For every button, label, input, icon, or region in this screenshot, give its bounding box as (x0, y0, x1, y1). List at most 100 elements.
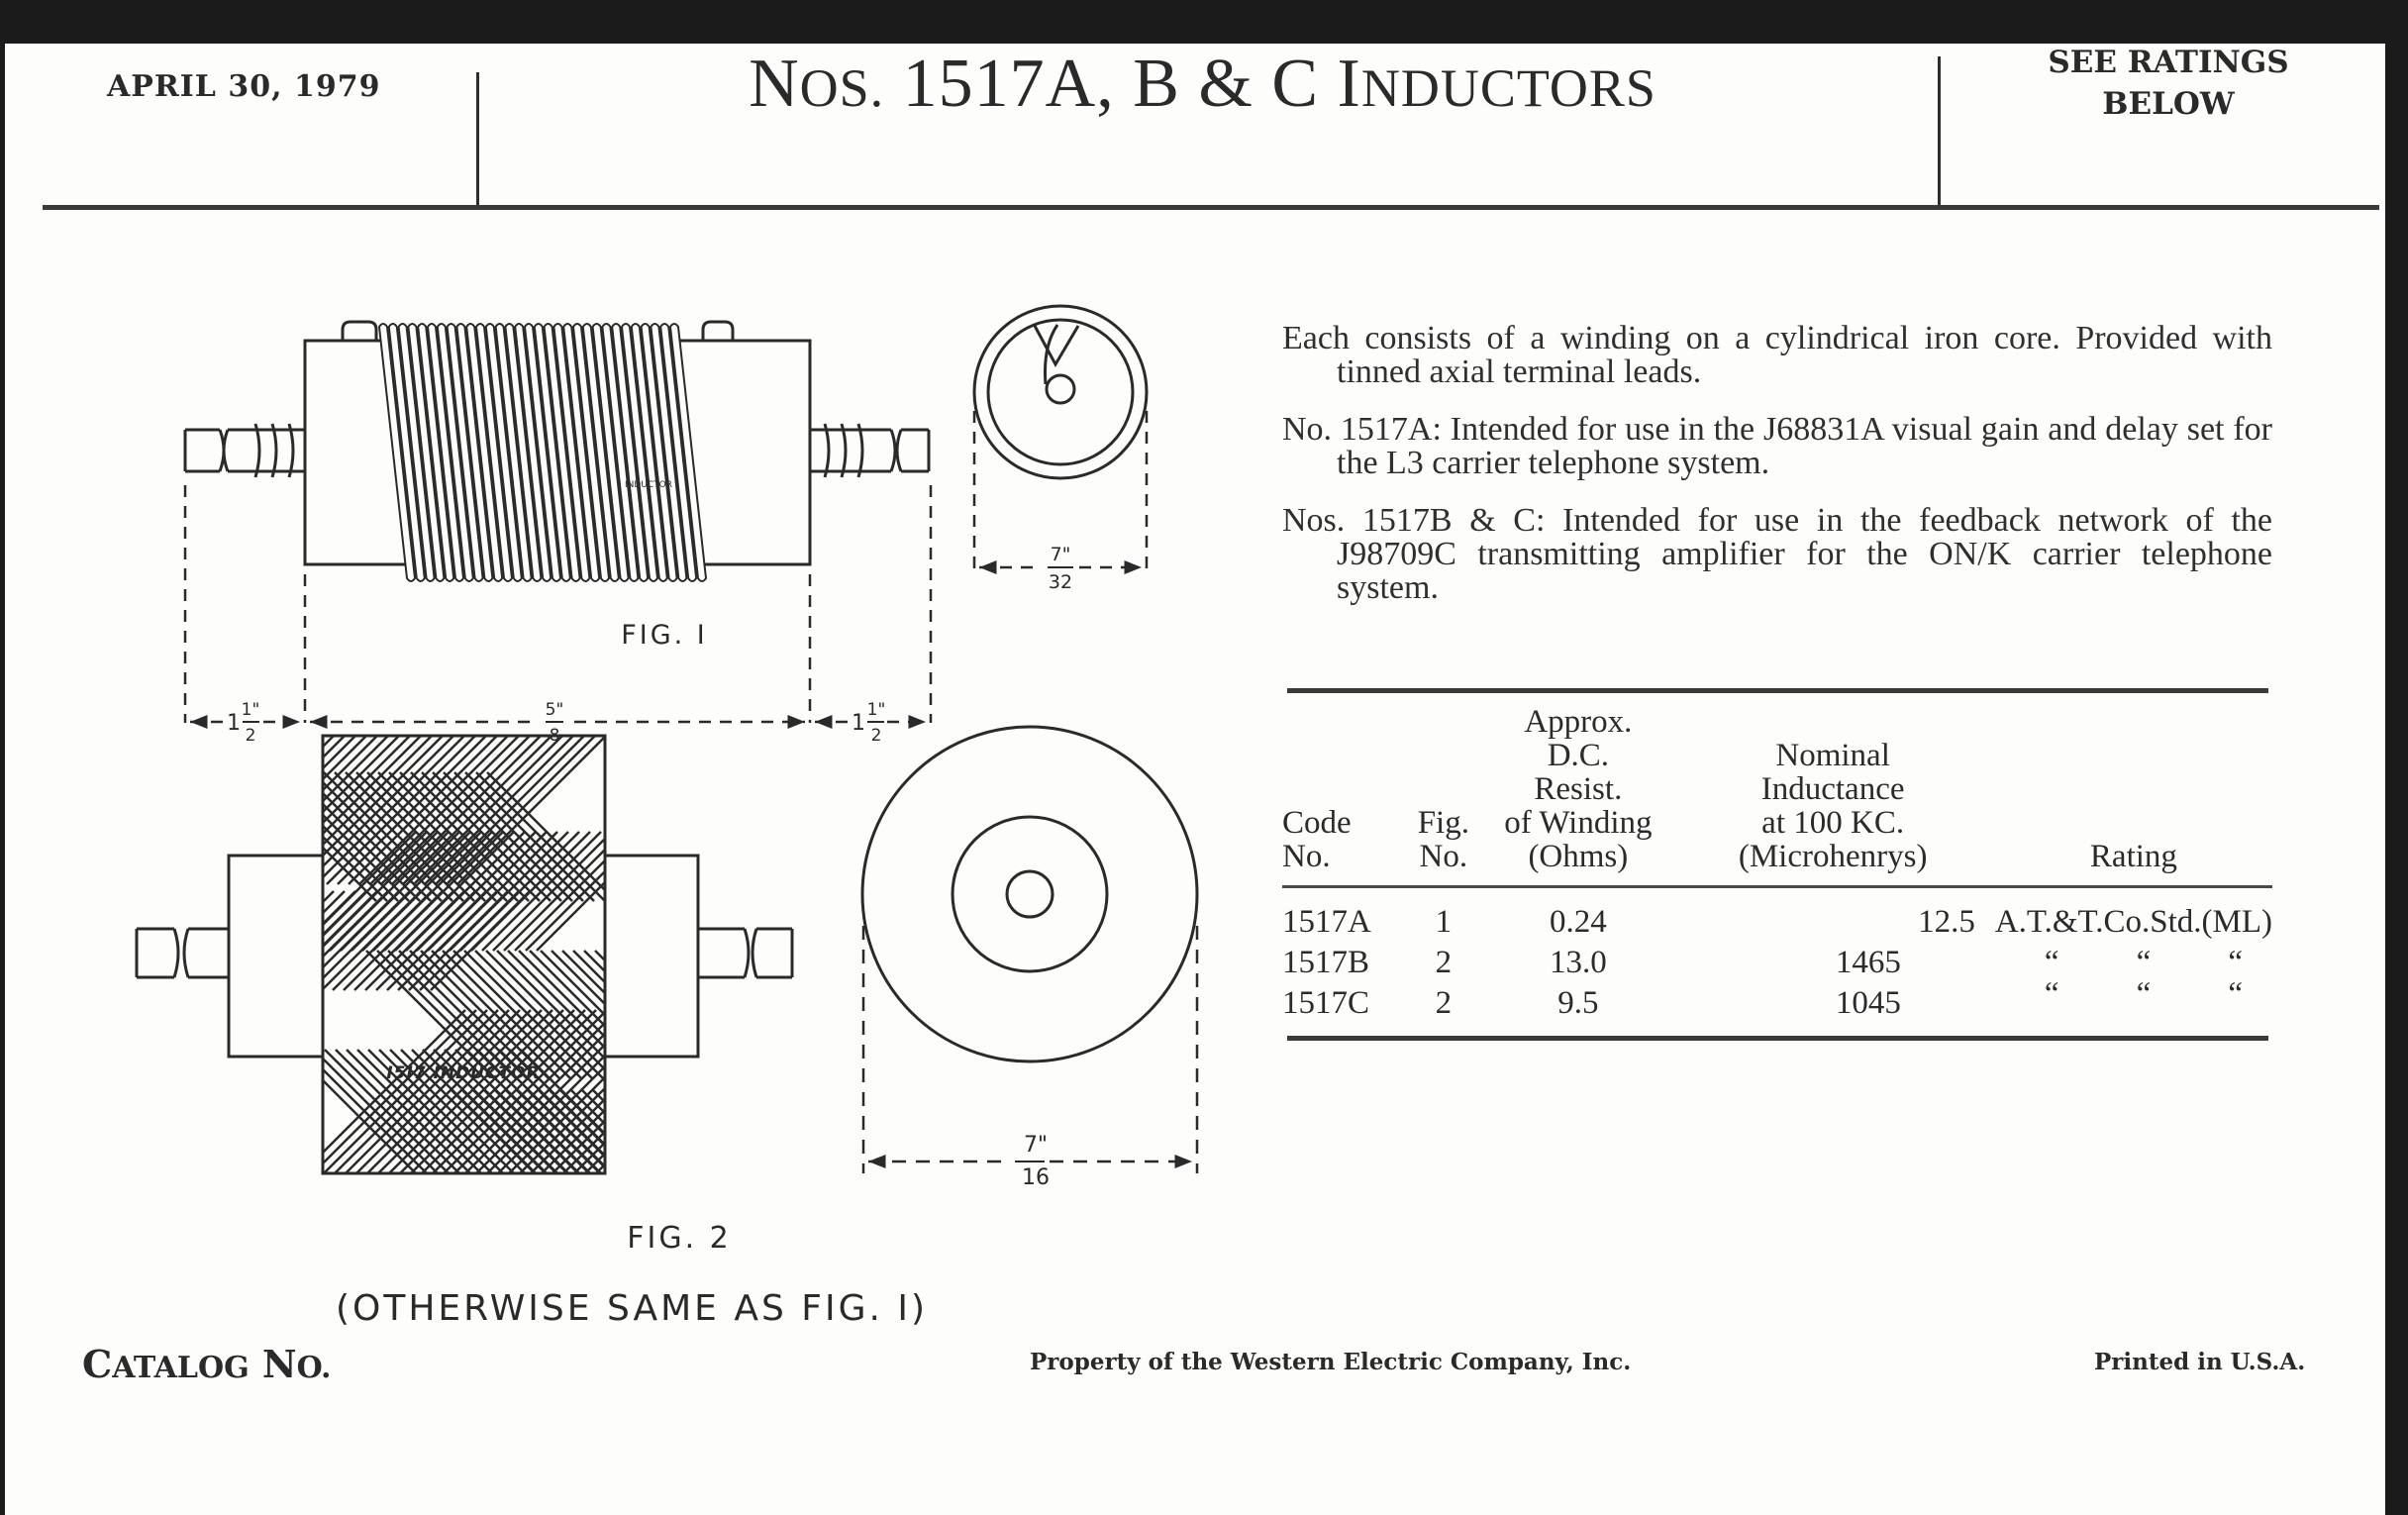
table-row: 1517B 2 13.0 1465 “ “ “ (1282, 943, 2272, 983)
coil-turn (591, 323, 630, 582)
fig1-right-lead (810, 428, 897, 473)
header-code: Code No. (1282, 705, 1401, 885)
fig2-note: (OTHERWISE SAME AS FIG. I) (336, 1288, 928, 1329)
hatch-line (481, 831, 602, 952)
title-os: OS. (799, 58, 885, 118)
hatch-line (366, 1009, 532, 1173)
header-fig-line: Fig. (1417, 805, 1469, 841)
hatch-line (323, 736, 454, 868)
hatch-line (323, 813, 410, 902)
hatch-line (450, 1088, 536, 1173)
hatch-line (551, 950, 605, 1006)
header-rating: Rating (1995, 705, 2272, 885)
header-fig: Fig. No. (1401, 705, 1485, 885)
see-ratings-line-1: SEE RATINGS (2048, 45, 2289, 80)
hatch-line (323, 736, 422, 836)
fig2-side-view (135, 734, 794, 1175)
coil-turn (474, 323, 514, 582)
hatch-line (540, 950, 605, 1017)
header-inductance-line: at 100 KC. (1761, 805, 1905, 841)
fig1-dim-body-num: 5" (546, 700, 564, 720)
fig2-winding-hatch (323, 736, 605, 1173)
table-bottom-rule (1287, 1036, 2268, 1041)
header-code-line: No. (1282, 839, 1331, 874)
hatch-line (515, 1088, 601, 1173)
hatch-line (530, 1097, 605, 1173)
hatch-line (323, 890, 356, 926)
hatch-line (323, 846, 377, 902)
hatch-line (323, 1057, 439, 1173)
hatch-line (353, 890, 454, 991)
fig2-end-view (860, 725, 1199, 1173)
catalog-c: C (82, 1342, 113, 1386)
hatch-line (529, 950, 605, 1028)
hatch-line (386, 890, 487, 991)
fig2-part-label: I5I7 INDUCTOR (386, 1063, 540, 1083)
table-header-rule (1282, 885, 2272, 888)
hatch-line (323, 835, 388, 902)
cell-inductance: 1045 (1835, 985, 1901, 1021)
hatch-line (323, 890, 346, 915)
table-row: 1517C 2 9.5 1045 “ “ “ (1282, 976, 2272, 1024)
hatch-line (419, 890, 520, 991)
hatch-line (323, 1009, 477, 1165)
header-resistance-line: Approx. (1524, 704, 1633, 740)
hatch-line (323, 736, 465, 879)
coil-turn (465, 323, 504, 582)
cell-fig: 2 (1435, 945, 1453, 980)
catalog-o: O. (296, 1351, 332, 1385)
coil-turn (543, 323, 581, 582)
cell-code: 1517C (1282, 985, 1370, 1021)
coil-turn (436, 323, 474, 582)
hatch-line (443, 1010, 605, 1173)
hatch-line (323, 736, 411, 825)
hatch-line (323, 890, 378, 948)
header-resistance-line: Resist. (1534, 771, 1623, 807)
header-fig-line: No. (1419, 839, 1468, 874)
hatch-line (508, 1075, 605, 1173)
hatch-line (375, 890, 476, 991)
hatch-line (323, 1067, 428, 1173)
fig2-right-core (603, 854, 700, 1059)
hatch-line (558, 1088, 605, 1137)
fig1-dim-end-den: 32 (1049, 571, 1072, 593)
hatch-line (435, 736, 585, 885)
hatch-line (391, 736, 542, 885)
header-resistance-line: of Winding (1504, 805, 1653, 841)
hatch-line (475, 1043, 605, 1173)
coil-turn (514, 323, 552, 582)
hatch-line (334, 771, 464, 902)
cell-inductance: 12.5 (1918, 904, 1975, 940)
description-1517a: No. 1517A: Intended for use in the J6883… (1282, 411, 2272, 481)
coil-turn (417, 323, 455, 582)
hatch-line (410, 1009, 575, 1173)
hatch-line (323, 831, 417, 927)
hatch-line (364, 890, 465, 991)
table-row: 1517A 1 0.24 12.5 A.T.&T.Co.Std.(ML) (1282, 902, 2272, 943)
coil-turn (504, 323, 543, 582)
catalog-sheet (5, 44, 2385, 1515)
hatch-line (323, 736, 444, 858)
hatch-line (526, 1088, 605, 1169)
hatch-line (424, 736, 574, 885)
hatch-line (388, 1009, 553, 1173)
coil-turn (387, 323, 426, 582)
printed-notice: Printed in U.S.A. (2094, 1349, 2306, 1375)
cell-code: 1517B (1282, 945, 1370, 980)
hatch-line (471, 1088, 557, 1173)
hatch-line (323, 736, 378, 792)
coil-turn (630, 323, 668, 582)
title-i: I (1337, 46, 1361, 122)
hatch-line (324, 1049, 450, 1173)
hatch-line (573, 1141, 605, 1173)
catalog-n: N (249, 1342, 297, 1386)
hatch-line (348, 736, 498, 885)
coil-turn (562, 323, 601, 582)
hatch-line (413, 736, 563, 885)
coil-turn (446, 323, 484, 582)
fig2-dim-end-den: 16 (1022, 1165, 1050, 1190)
table-top-rule (1287, 688, 2268, 693)
see-ratings-line-2: BELOW (2102, 86, 2235, 122)
coil-turn (523, 323, 562, 582)
